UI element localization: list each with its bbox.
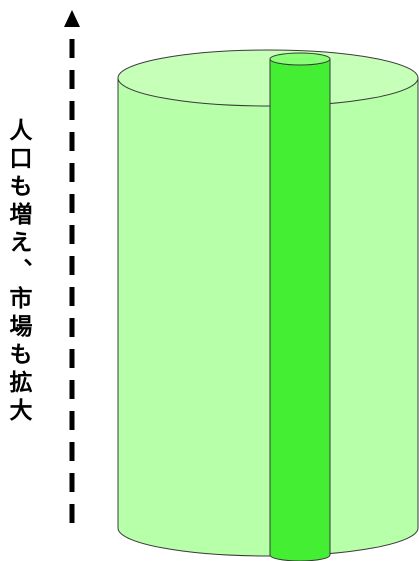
growth-label: 人口も増え、市場も拡大 [5,118,31,426]
inner-cylinder-top [269,52,331,66]
outer-cylinder [117,49,419,557]
arrow-head-icon [64,10,80,27]
outer-cylinder-body [117,77,419,557]
inner-cylinder [269,52,331,561]
inner-cylinder-body [269,58,331,561]
outer-cylinder-top [117,49,419,107]
growth-arrow [64,10,80,523]
